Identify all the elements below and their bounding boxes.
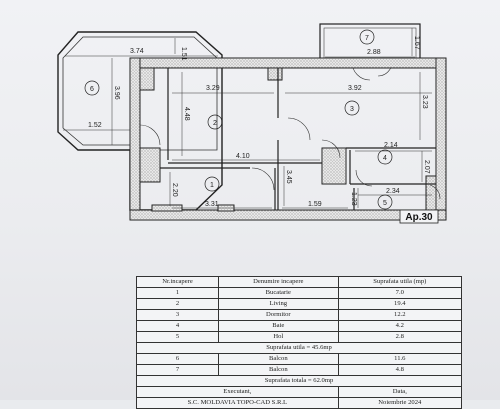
header-nr: Nr.incapere xyxy=(136,276,219,288)
exterior-walls xyxy=(129,57,447,221)
room-marker-7: 7 xyxy=(359,29,375,45)
table-row: 7 Balcon 4.8 xyxy=(136,364,463,376)
date-label: Data, xyxy=(337,386,463,398)
door-swings xyxy=(139,117,441,200)
room-marker-6: 6 xyxy=(84,80,100,96)
room-marker-5: 5 xyxy=(377,194,393,210)
dim-balcony7-width: 2.88 xyxy=(367,49,381,56)
table-row: 2 Living 19.4 xyxy=(136,298,463,310)
row-nr: 7 xyxy=(136,364,219,376)
row-nr: 1 xyxy=(136,287,219,299)
dim-kitchen-width: 3.31 xyxy=(205,201,219,208)
table-header-row: Nr.incapere Denumire incapere Suprafata … xyxy=(136,276,463,288)
row-nr: 4 xyxy=(136,320,219,332)
row-area: 11.6 xyxy=(337,353,463,365)
dim-balcony6-height: 3.96 xyxy=(113,86,120,100)
room-number-4: 4 xyxy=(383,155,387,162)
room-area-table: Nr.incapere Denumire incapere Suprafata … xyxy=(136,276,463,409)
apartment-label: Ap.30 xyxy=(405,212,433,223)
row-nr: 6 xyxy=(136,353,219,365)
row-nr: 2 xyxy=(136,298,219,310)
signature-value-row: S.C. MOLDAVIA TOPO-CAD S.R.L Noiembrie 2… xyxy=(136,397,463,409)
room-markers: 6 7 2 3 4 1 5 xyxy=(84,29,393,210)
dimension-lines xyxy=(63,28,432,209)
room-number-1: 1 xyxy=(210,182,214,189)
table-row: 3 Dormitor 12.2 xyxy=(136,309,463,321)
row-name: Baie xyxy=(217,320,339,332)
date-value: Noiembrie 2024 xyxy=(337,397,463,409)
row-area: 4.2 xyxy=(337,320,463,332)
row-name: Balcon xyxy=(217,364,339,376)
row-area: 19.4 xyxy=(337,298,463,310)
dim-balcony6-lower: 1.52 xyxy=(88,122,102,129)
executant-label: Executant, xyxy=(136,386,339,398)
dim-hall-bottom-width: 1.59 xyxy=(308,201,322,208)
room-marker-4: 4 xyxy=(377,149,393,165)
room-number-7: 7 xyxy=(365,35,369,42)
row-area: 12.2 xyxy=(337,309,463,321)
room-number-3: 3 xyxy=(350,106,354,113)
table-row: 6 Balcon 11.6 xyxy=(136,353,463,365)
dim-bath-width: 2.14 xyxy=(384,142,398,149)
dim-kitchen-height: 2.20 xyxy=(171,183,178,197)
dim-balcony6-width: 3.74 xyxy=(130,48,144,55)
row-area: 7.0 xyxy=(337,287,463,299)
dim-corridor-width: 4.10 xyxy=(236,153,250,160)
dim-living-width: 3.29 xyxy=(206,85,220,92)
row-name: Balcon xyxy=(217,353,339,365)
header-name: Denumire incapere xyxy=(217,276,339,288)
room-number-2: 2 xyxy=(213,120,217,127)
grand-total: Suprafata totala = 62.0mp xyxy=(136,375,462,387)
room-marker-1: 1 xyxy=(204,176,220,192)
row-name: Bucatarie xyxy=(217,287,339,299)
dim-hol-width: 2.34 xyxy=(386,188,400,195)
table-row: 4 Baie 4.2 xyxy=(136,320,463,332)
grand-total-row: Suprafata totala = 62.0mp xyxy=(136,375,462,387)
apartment-label-box: Ap.30 xyxy=(399,209,439,224)
dim-balcony6-small: 1.51 xyxy=(180,47,187,61)
interior-walls xyxy=(160,68,436,210)
dim-balcony7-small: 1.67 xyxy=(413,36,420,50)
signature-label-row: Executant, Data, xyxy=(136,386,463,398)
row-name: Dormitor xyxy=(217,309,339,321)
dim-living-height: 4.48 xyxy=(183,107,190,121)
dimension-labels: 3.74 1.51 3.96 1.52 2.88 1.67 3.29 4.48 … xyxy=(88,36,430,208)
row-name: Hol xyxy=(217,331,339,343)
dim-bath-height: 2.07 xyxy=(423,160,430,174)
dim-bedroom-height: 3.23 xyxy=(421,95,428,109)
room-marker-3: 3 xyxy=(344,100,360,116)
floor-plan: 3.74 1.51 3.96 1.52 2.88 1.67 3.29 4.48 … xyxy=(57,23,447,224)
table-row: 5 Hol 2.8 xyxy=(136,331,463,343)
dim-hol-height: 1.23 xyxy=(350,192,357,206)
useful-total-row: Suprafata utila = 45.6mp xyxy=(136,342,462,354)
useful-total: Suprafata utila = 45.6mp xyxy=(136,342,462,354)
row-name: Living xyxy=(217,298,339,310)
row-area: 4.8 xyxy=(337,364,463,376)
executant-name: S.C. MOLDAVIA TOPO-CAD S.R.L xyxy=(136,397,339,409)
row-area: 2.8 xyxy=(337,331,463,343)
room-number-6: 6 xyxy=(90,86,94,93)
row-nr: 3 xyxy=(136,309,219,321)
dim-bedroom-width: 3.92 xyxy=(348,85,362,92)
row-nr: 5 xyxy=(136,331,219,343)
room-marker-2: 2 xyxy=(207,114,223,130)
header-area: Suprafata utila (mp) xyxy=(337,276,463,288)
table-row: 1 Bucatarie 7.0 xyxy=(136,287,463,299)
room-number-5: 5 xyxy=(383,200,387,207)
dim-hall-mid-height: 3.45 xyxy=(285,170,292,184)
